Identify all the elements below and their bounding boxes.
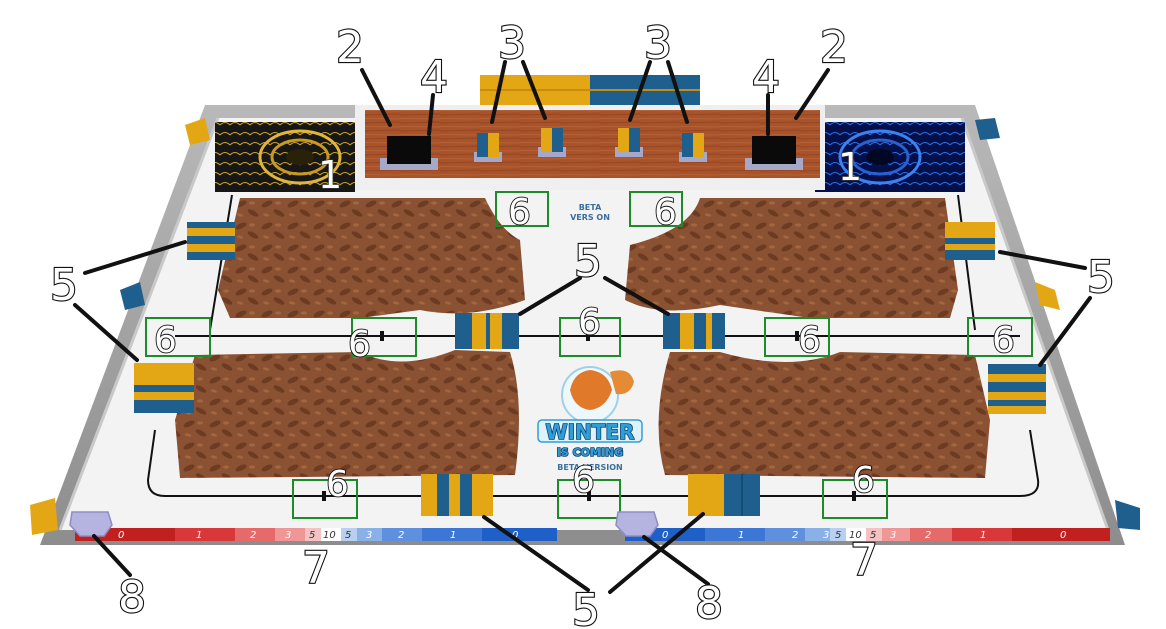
leaf-area-bottom-right <box>659 352 990 478</box>
big-box-right <box>745 136 803 170</box>
callout-zone: 6 <box>578 302 601 343</box>
depot-right-bottom <box>988 364 1046 414</box>
callout-depot-left: 5 <box>50 260 78 311</box>
scale-right-label: 2 <box>925 530 931 541</box>
scale-right-label: 0 <box>662 530 668 541</box>
callout-nest-left: 1 <box>318 153 342 197</box>
scale-right-label: 5 <box>835 530 841 541</box>
depot-center-right <box>663 313 725 349</box>
callout-depot-center: 5 <box>574 236 602 287</box>
callout-depot-right: 5 <box>1087 252 1115 303</box>
scale-left-label: 1 <box>196 530 202 541</box>
callout-zone: 6 <box>572 460 595 501</box>
callout-nest-right: 1 <box>838 145 862 189</box>
callout-scale-right: 7 <box>850 535 878 586</box>
leaf-area-top-left <box>218 198 525 318</box>
callout-zone: 6 <box>992 320 1015 361</box>
callout-zone: 6 <box>326 464 349 505</box>
logo-line1: WINTER <box>546 420 635 444</box>
depot-bottom-right <box>688 474 760 516</box>
depot-right-top <box>945 222 995 260</box>
callout-scale-left: 7 <box>302 543 330 594</box>
scale-right-label: 2 <box>792 530 798 541</box>
callout-zone: 6 <box>508 192 531 233</box>
small-box-2 <box>538 128 566 157</box>
depot-center-left <box>455 313 519 349</box>
scale-right-label: 1 <box>980 530 986 541</box>
callout-zone: 6 <box>154 320 177 361</box>
scale-left <box>75 528 557 541</box>
scale-left-label: 3 <box>285 530 291 541</box>
leaf-area-bottom-left <box>175 350 519 478</box>
big-box-left <box>380 136 438 170</box>
logo-line2: IS COMING <box>557 446 624 459</box>
scale-right-label: 1 <box>738 530 744 541</box>
beta-label-line1: BETA <box>579 203 602 212</box>
callout-clip-right: 8 <box>695 578 723 629</box>
scale-right-label: 3 <box>890 530 896 541</box>
depot-left-top <box>187 222 235 260</box>
scale-left-label: 2 <box>250 530 256 541</box>
depot-bottom-left <box>421 474 493 516</box>
callout-small-box-right: 3 <box>644 18 672 69</box>
callout-zone: 6 <box>798 320 821 361</box>
scale-left-label: 0 <box>118 530 124 541</box>
scale-right-label: 0 <box>1060 530 1066 541</box>
callout-zone: 6 <box>348 324 371 365</box>
scale-left-label: 1 <box>450 530 456 541</box>
scale-left-label: 10 <box>323 530 336 541</box>
depot-left-bottom <box>134 363 194 413</box>
callout-base-left: 2 <box>336 22 364 73</box>
callout-big-box-left: 4 <box>420 52 448 103</box>
callout-base-right: 2 <box>820 22 848 73</box>
callout-zone: 6 <box>654 192 677 233</box>
scale-left-label: 2 <box>398 530 404 541</box>
scale-left-label: 5 <box>345 530 351 541</box>
callout-big-box-right: 4 <box>752 52 780 103</box>
callout-clip-left: 8 <box>118 572 146 623</box>
small-box-1 <box>474 133 502 162</box>
scale-left-label: 3 <box>366 530 372 541</box>
callout-zone: 6 <box>852 460 875 501</box>
scale-left-label: 5 <box>309 530 315 541</box>
scale-right-label: 3 <box>823 530 829 541</box>
small-box-4 <box>679 133 707 162</box>
clip-right <box>616 512 658 536</box>
callout-depot-bottom: 5 <box>572 585 600 629</box>
callout-small-box-left: 3 <box>498 18 526 69</box>
beta-label-line2: VERS ON <box>570 213 610 222</box>
wooden-base <box>355 105 825 190</box>
small-box-3 <box>615 128 643 157</box>
clip-left <box>70 512 112 536</box>
